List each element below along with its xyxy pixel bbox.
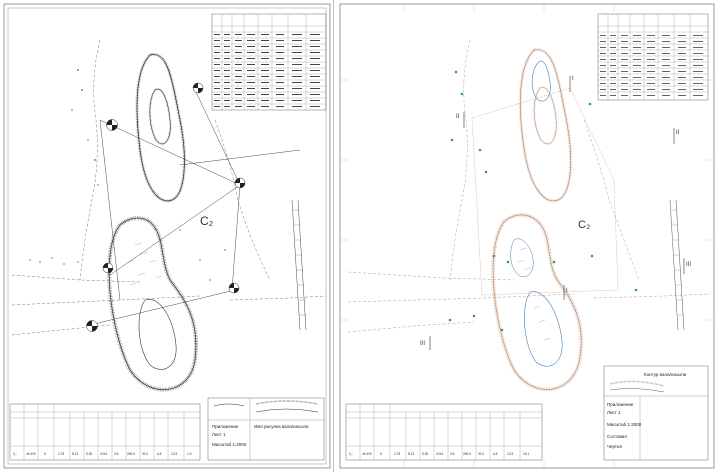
- svg-text:1.5: 1.5: [187, 452, 192, 456]
- right-teal-markers: [448, 70, 638, 332]
- svg-text:2314: 2314: [436, 452, 443, 456]
- left-stamp-line3: Масштаб 1:2000: [212, 442, 247, 447]
- upper-landform: [135, 53, 186, 203]
- right-grid-ticks: [340, 4, 714, 468]
- left-top-table: [211, 13, 327, 111]
- svg-text:30.2: 30.2: [478, 452, 484, 456]
- svg-text:46 400: 46 400: [362, 452, 372, 456]
- left-stamp-line1: Приложение: [212, 424, 239, 429]
- svg-text:13.3: 13.3: [507, 452, 513, 456]
- section-marker-1: I: [572, 76, 574, 82]
- section-marker-6: I: [566, 288, 568, 294]
- svg-text:С₂: С₂: [349, 452, 353, 456]
- left-inner-frame: [7, 7, 327, 465]
- svg-text:254.5: 254.5: [463, 452, 471, 456]
- right-section-markers: I II II III III I: [420, 76, 691, 350]
- right-stamp-line2: Лист 1: [607, 410, 621, 415]
- svg-text:6.8: 6.8: [493, 452, 498, 456]
- svg-text:46 400: 46 400: [26, 452, 36, 456]
- right-upper-landform: [518, 48, 573, 203]
- svg-text:8.13: 8.13: [408, 452, 414, 456]
- right-road: [669, 199, 685, 331]
- section-marker-4: III: [686, 262, 691, 268]
- svg-text:2.78: 2.78: [394, 452, 400, 456]
- right-bottom-table: С₂ 46 400 6 2.78 8.13 5.35 2314 3.6 254.…: [345, 403, 543, 461]
- right-map-label: C₂: [578, 219, 590, 231]
- svg-text:254.5: 254.5: [127, 452, 135, 456]
- svg-text:2.78: 2.78: [58, 452, 64, 456]
- svg-text:6: 6: [380, 452, 382, 456]
- svg-text:С₂: С₂: [13, 452, 17, 456]
- svg-text:6: 6: [44, 452, 46, 456]
- svg-text:30.2: 30.2: [142, 452, 148, 456]
- left-bottom-table: С₂ 46 400 6 2.78 8.13 5.35 2314 3.6 254.…: [9, 403, 201, 461]
- left-survey-stations: [86, 82, 246, 332]
- svg-text:3.6: 3.6: [450, 452, 455, 456]
- left-boundary-lines: [11, 39, 327, 336]
- right-boundary-lines: [347, 39, 711, 333]
- svg-text:16.1: 16.1: [523, 452, 529, 456]
- svg-text:3.6: 3.6: [114, 452, 119, 456]
- right-stamp-line3: Масштаб 1:2000: [607, 422, 642, 427]
- section-marker-5: III: [420, 341, 425, 347]
- svg-text:6.8: 6.8: [157, 452, 162, 456]
- svg-text:5.35: 5.35: [86, 452, 92, 456]
- right-stamp-caption: Контур вала/насыпи: [644, 372, 687, 377]
- svg-text:13.3: 13.3: [171, 452, 177, 456]
- svg-text:2314: 2314: [100, 452, 107, 456]
- sheet-divider: [333, 0, 334, 472]
- right-lower-landform: [491, 213, 584, 392]
- right-frame: [339, 3, 715, 469]
- left-drawing-canvas: C₂ С₂ 46 400 6 2.78 8.13 5.35 231: [3, 3, 331, 469]
- right-top-table: [597, 13, 709, 101]
- left-drawing-sheet: C₂ С₂ 46 400 6 2.78 8.13 5.35 231: [0, 0, 334, 472]
- right-stamp-line4: Составил: [607, 434, 627, 439]
- left-map-label: C₂: [200, 214, 214, 228]
- left-stamp-caption: Имя рисунка вала/насыпи: [254, 424, 309, 429]
- right-drawing-canvas: I II II III III I: [339, 3, 715, 469]
- left-frame: [3, 3, 331, 469]
- svg-text:8.13: 8.13: [72, 452, 78, 456]
- right-stamp: Контур вала/насыпи Приложение Лист 1 Мас…: [603, 365, 709, 461]
- left-scatter-dots: [29, 69, 226, 281]
- svg-text:5.35: 5.35: [422, 452, 428, 456]
- left-stamp: Приложение Лист 1 Масштаб 1:2000 Имя рис…: [207, 397, 325, 461]
- section-marker-3: II: [676, 130, 680, 136]
- right-drawing-sheet: I II II III III I: [334, 0, 720, 472]
- left-stamp-line2: Лист 1: [212, 432, 226, 437]
- right-transect-lines: [471, 87, 619, 296]
- right-stamp-line5: Чертил: [607, 444, 622, 449]
- lower-landform: [107, 216, 198, 392]
- left-road: [291, 199, 307, 331]
- left-transect-lines: [89, 89, 301, 326]
- section-marker-2: II: [456, 114, 460, 120]
- right-stamp-line1: Приложение: [607, 402, 634, 407]
